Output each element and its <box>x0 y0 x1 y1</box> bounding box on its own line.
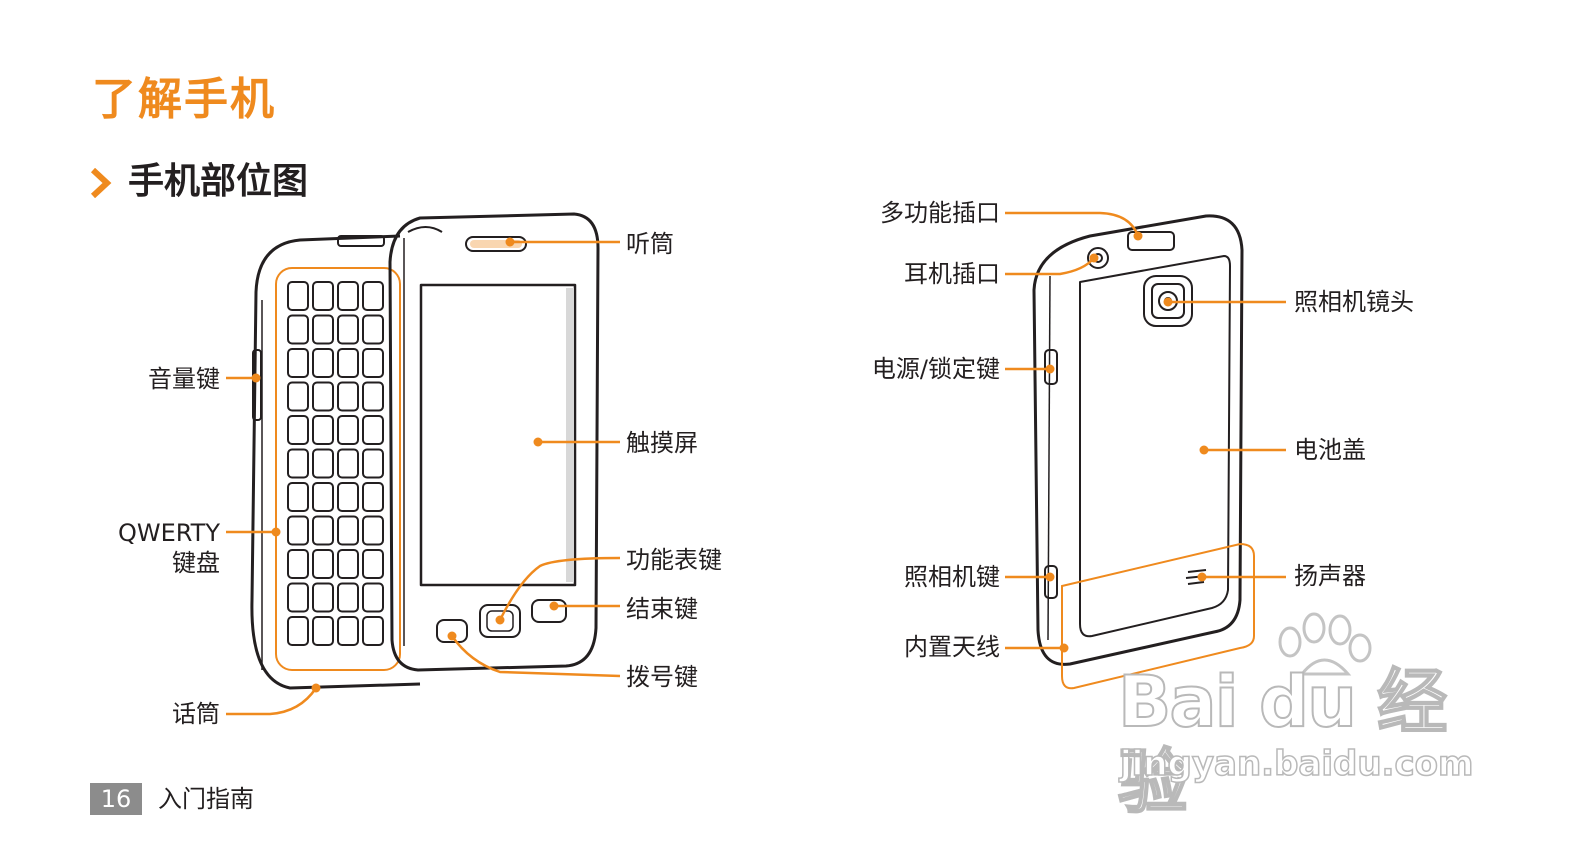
keyboard-key <box>363 316 383 344</box>
keyboard-key <box>313 584 333 612</box>
label-volume-key: 音量键 <box>120 364 220 394</box>
keyboard-key <box>363 349 383 377</box>
keyboard-key <box>313 282 333 310</box>
keyboard-key <box>313 517 333 545</box>
watermark-url: jingyan.baidu.com <box>1120 744 1473 784</box>
keyboard-key <box>338 517 358 545</box>
camera-key-shape <box>1045 566 1057 598</box>
keyboard-key <box>288 550 308 578</box>
keyboard-key <box>363 483 383 511</box>
label-mouthpiece: 话筒 <box>120 699 220 729</box>
keyboard-key <box>363 450 383 478</box>
keyboard-key <box>338 349 358 377</box>
label-camera-key: 照相机键 <box>820 562 1000 592</box>
watermark-logo: Bai du 经验 <box>1118 662 1472 822</box>
label-headset-jack: 耳机插口 <box>820 259 1000 289</box>
keyboard-key <box>288 349 308 377</box>
keyboard-key <box>288 316 308 344</box>
keyboard-key <box>313 349 333 377</box>
keyboard-key <box>363 584 383 612</box>
keyboard-key <box>363 517 383 545</box>
page-number: 16 <box>90 783 142 815</box>
keyboard-key <box>363 416 383 444</box>
keyboard-key <box>288 450 308 478</box>
keyboard-key <box>338 584 358 612</box>
keyboard-body <box>252 236 420 688</box>
keyboard-key <box>338 282 358 310</box>
keyboard-key <box>338 617 358 645</box>
keyboard-key <box>338 316 358 344</box>
keyboard-key <box>338 416 358 444</box>
keyboard-key <box>313 550 333 578</box>
keyboard-key <box>313 383 333 411</box>
screen <box>421 285 575 585</box>
keyboard-key <box>288 483 308 511</box>
footer-section-name: 入门指南 <box>158 783 254 815</box>
keyboard-key <box>288 416 308 444</box>
keyboard-key <box>313 416 333 444</box>
keyboard-key <box>288 584 308 612</box>
label-speaker: 扬声器 <box>1294 561 1366 591</box>
keyboard-key <box>338 450 358 478</box>
keyboard-key <box>313 316 333 344</box>
label-earpiece: 听筒 <box>626 229 674 259</box>
label-menu-key: 功能表键 <box>626 545 722 575</box>
keyboard-key <box>313 617 333 645</box>
label-end-key: 结束键 <box>626 594 698 624</box>
keyboard-key <box>338 483 358 511</box>
keyboard-key <box>363 282 383 310</box>
label-power-lock-key: 电源/锁定键 <box>820 354 1000 384</box>
label-touch-screen: 触摸屏 <box>626 428 698 458</box>
label-battery-cover: 电池盖 <box>1294 435 1366 465</box>
label-qwerty-line2: 键盘 <box>90 548 220 578</box>
keyboard-key <box>313 450 333 478</box>
label-qwerty-line1: QWERTY <box>90 518 220 548</box>
keyboard-key <box>288 517 308 545</box>
keyboard-key <box>363 383 383 411</box>
label-internal-antenna: 内置天线 <box>820 632 1000 662</box>
keyboard-key <box>288 617 308 645</box>
label-dial-key: 拨号键 <box>626 662 698 692</box>
keyboard-key <box>288 383 308 411</box>
keyboard-key <box>363 617 383 645</box>
end-key-shape <box>532 600 566 622</box>
battery-cover <box>1080 256 1230 636</box>
label-camera-lens: 照相机镜头 <box>1294 287 1414 317</box>
keyboard-key <box>313 483 333 511</box>
keyboard-keys <box>288 282 383 645</box>
label-multifunction-jack: 多功能插口 <box>820 198 1000 228</box>
keyboard-key <box>288 282 308 310</box>
baidu-watermark: Bai du 经验 jingyan.baidu.com <box>1112 612 1472 792</box>
back-phone-body <box>1034 216 1242 664</box>
keyboard-key <box>338 383 358 411</box>
keyboard-key <box>363 550 383 578</box>
keyboard-key <box>338 550 358 578</box>
